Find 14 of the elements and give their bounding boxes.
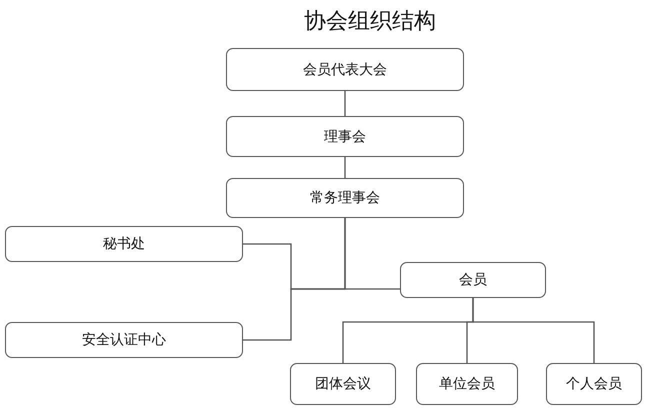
connector-line: [344, 157, 346, 178]
org-box: 团体会议: [290, 363, 396, 405]
diagram-title: 协会组织结构: [303, 8, 437, 36]
org-box: 会员代表大会: [226, 48, 464, 91]
connector-line: [344, 91, 346, 116]
org-box: 单位会员: [416, 363, 518, 405]
org-box: 理事会: [226, 116, 464, 157]
org-box: 个人会员: [546, 363, 642, 405]
org-box: 会员: [400, 262, 546, 298]
org-box: 常务理事会: [226, 178, 464, 218]
connector-line: [472, 298, 595, 363]
connector-line: [290, 217, 401, 290]
org-box: 秘书处: [5, 226, 243, 262]
org-box: 安全认证中心: [5, 322, 243, 358]
